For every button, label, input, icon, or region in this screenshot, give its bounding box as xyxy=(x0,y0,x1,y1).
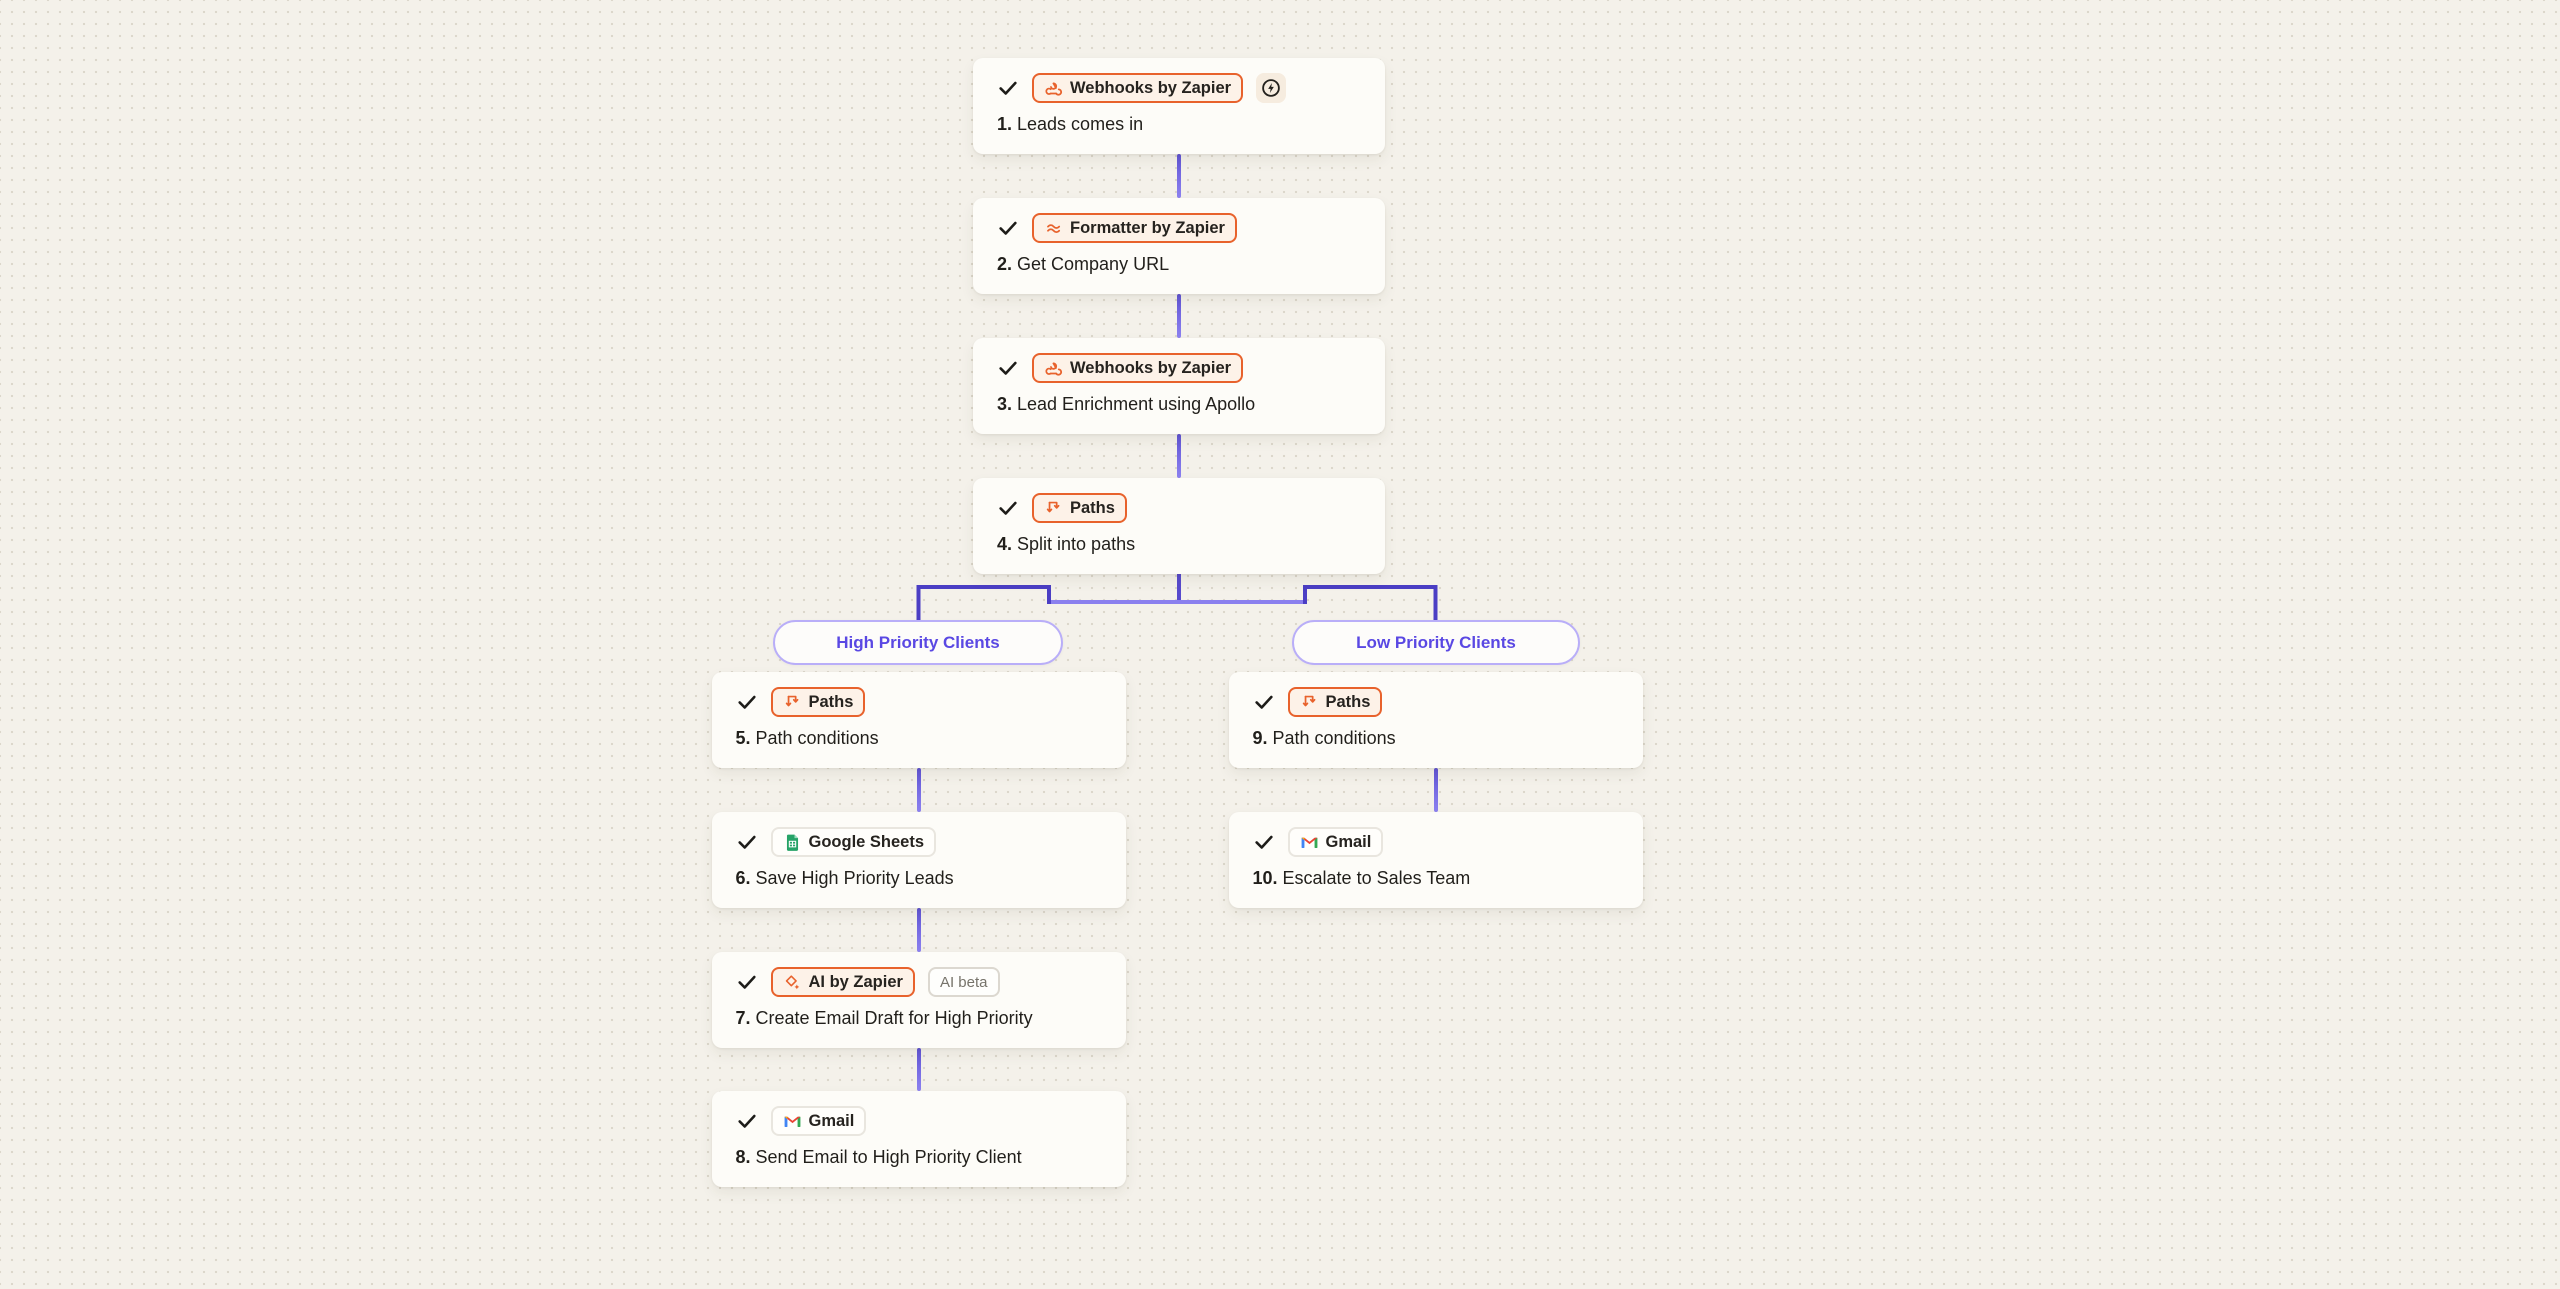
webhook-icon xyxy=(1044,359,1063,378)
app-badge-label: Formatter by Zapier xyxy=(1070,218,1225,237)
completed-check-icon xyxy=(736,691,758,713)
paths-icon xyxy=(1300,693,1319,712)
step-title: 1.Leads comes in xyxy=(997,114,1144,134)
step-title: 5.Path conditions xyxy=(735,728,879,748)
app-badge-label: Webhooks by Zapier xyxy=(1070,78,1232,97)
completed-check-icon xyxy=(997,217,1019,239)
step-card-3[interactable]: Webhooks by Zapier 3.Lead Enrichment usi… xyxy=(973,338,1385,434)
connector-line xyxy=(1177,154,1181,198)
path-label-text: Low Priority Clients xyxy=(1356,632,1516,652)
step-title: 3.Lead Enrichment using Apollo xyxy=(997,394,1256,414)
step-title: 6.Save High Priority Leads xyxy=(735,868,954,888)
step-title: 2.Get Company URL xyxy=(997,254,1170,274)
step-card-7[interactable]: AI by Zapier AI beta 7.Create Email Draf… xyxy=(711,952,1126,1048)
completed-check-icon xyxy=(736,831,758,853)
step-card-10[interactable]: Gmail 10.Escalate to Sales Team xyxy=(1228,812,1643,908)
paths-icon xyxy=(783,693,802,712)
completed-check-icon xyxy=(1253,691,1275,713)
app-badge: Paths xyxy=(1032,493,1127,523)
app-badge: Webhooks by Zapier xyxy=(1032,353,1244,383)
step-title: 7.Create Email Draft for High Priority xyxy=(735,1008,1033,1028)
step-card-5[interactable]: Paths 5.Path conditions xyxy=(711,672,1126,768)
app-badge: Webhooks by Zapier xyxy=(1032,73,1244,103)
app-badge: Gmail xyxy=(1287,827,1384,857)
completed-check-icon xyxy=(997,77,1019,99)
step-title: 4.Split into paths xyxy=(997,534,1136,554)
path-label-high-priority[interactable]: High Priority Clients xyxy=(773,620,1063,665)
app-badge-label: Gmail xyxy=(1325,832,1372,851)
app-badge: Paths xyxy=(770,687,866,717)
step-card-6[interactable]: Google Sheets 6.Save High Priority Leads xyxy=(711,812,1126,908)
app-badge-label: Webhooks by Zapier xyxy=(1070,358,1232,377)
completed-check-icon xyxy=(997,357,1019,379)
step-card-9[interactable]: Paths 9.Path conditions xyxy=(1228,672,1643,768)
ai-sparkle-icon xyxy=(783,973,802,992)
step-title: 9.Path conditions xyxy=(1252,728,1396,748)
step-card-2[interactable]: Formatter by Zapier 2.Get Company URL xyxy=(973,198,1385,294)
app-badge: AI by Zapier xyxy=(770,967,915,997)
connector-line xyxy=(916,908,921,952)
gmail-icon xyxy=(783,1112,802,1131)
google-sheets-icon xyxy=(783,833,802,852)
step-title: 8.Send Email to High Priority Client xyxy=(735,1147,1022,1167)
app-badge-label: AI by Zapier xyxy=(808,972,903,991)
completed-check-icon xyxy=(997,497,1019,519)
step-card-4[interactable]: Paths 4.Split into paths xyxy=(973,478,1385,574)
step-card-8[interactable]: Gmail 8.Send Email to High Priority Clie… xyxy=(711,1091,1126,1187)
app-badge-label: Paths xyxy=(1070,498,1115,517)
app-badge-label: Google Sheets xyxy=(808,832,925,851)
path-label-low-priority[interactable]: Low Priority Clients xyxy=(1292,620,1580,665)
app-badge: Paths xyxy=(1287,687,1383,717)
app-badge: Formatter by Zapier xyxy=(1032,213,1237,243)
completed-check-icon xyxy=(736,1110,758,1132)
step-title: 10.Escalate to Sales Team xyxy=(1252,868,1471,888)
connector-line xyxy=(916,768,921,812)
connector-line xyxy=(1433,768,1438,812)
webhook-icon xyxy=(1044,79,1063,98)
instant-trigger-icon xyxy=(1256,73,1287,103)
connector-line xyxy=(1177,294,1181,338)
app-badge-label: Paths xyxy=(1325,692,1371,711)
path-label-text: High Priority Clients xyxy=(836,632,1000,652)
app-badge-label: Gmail xyxy=(808,1111,855,1130)
app-badge: Gmail xyxy=(770,1106,867,1136)
gmail-icon xyxy=(1300,833,1319,852)
ai-beta-tag: AI beta xyxy=(927,967,1000,997)
connector-line xyxy=(916,1048,921,1091)
step-card-1[interactable]: Webhooks by Zapier 1.Leads comes in xyxy=(973,58,1385,154)
app-badge-label: Paths xyxy=(808,692,854,711)
completed-check-icon xyxy=(1253,831,1275,853)
formatter-icon xyxy=(1044,219,1063,238)
paths-icon xyxy=(1044,499,1063,518)
app-badge: Google Sheets xyxy=(770,827,937,857)
connector-line xyxy=(1177,434,1181,478)
completed-check-icon xyxy=(736,971,758,993)
